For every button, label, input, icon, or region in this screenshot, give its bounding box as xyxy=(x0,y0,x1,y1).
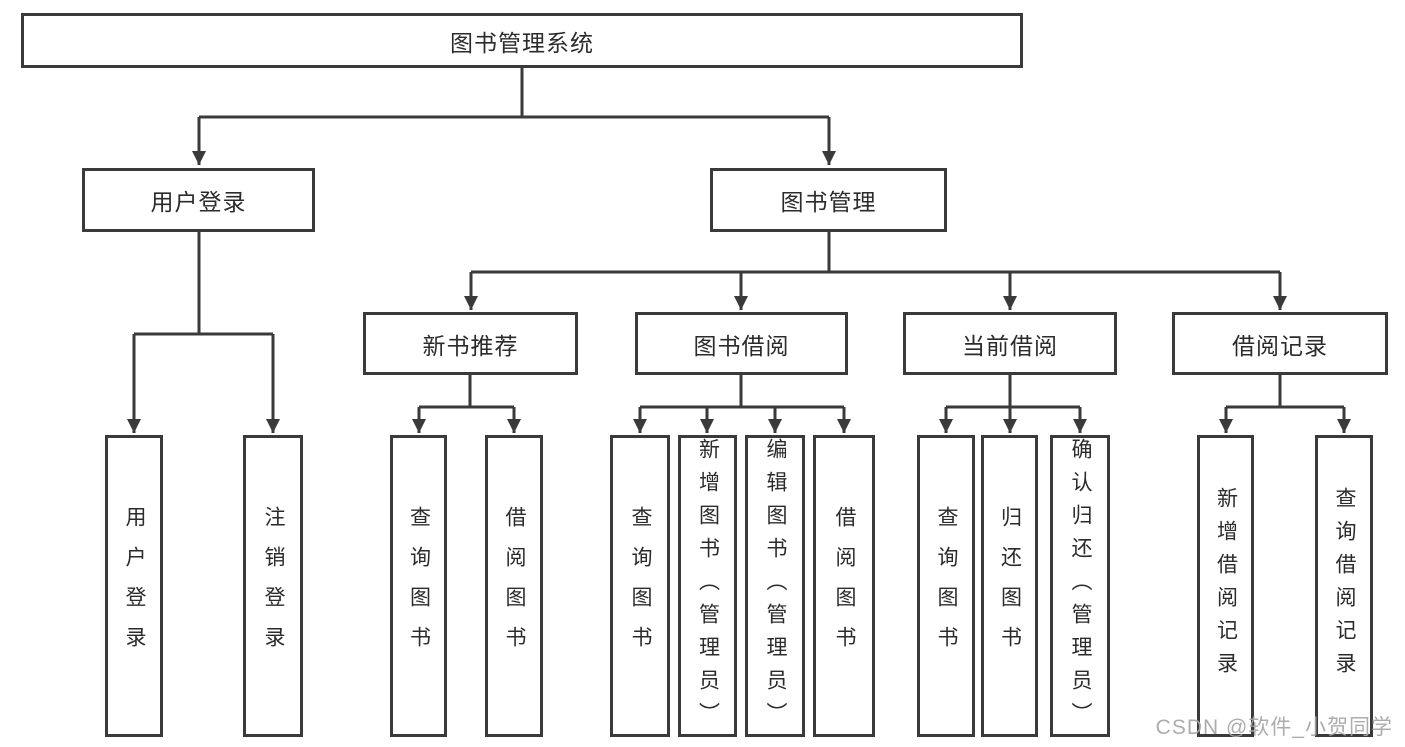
node-current-borrowing: 当前借阅 xyxy=(903,312,1117,375)
leaf-user-login: 用户登录 xyxy=(105,435,163,737)
node-book-management: 图书管理 xyxy=(710,168,947,232)
leaf-br-query-record: 查询借阅记录 xyxy=(1315,435,1373,737)
node-user-login: 用户登录 xyxy=(82,168,315,232)
leaf-logout: 注销登录 xyxy=(243,435,303,737)
edge-cb-stem xyxy=(946,375,1080,409)
leaf-cb-query-books: 查询图书 xyxy=(917,435,975,737)
edge-user-login-stem xyxy=(134,232,273,336)
node-library-management-system: 图书管理系统 xyxy=(21,13,1023,68)
edge-nbr-stem xyxy=(419,375,514,409)
leaf-bb-borrow-books: 借阅图书 xyxy=(813,435,875,737)
leaf-bb-query-books: 查询图书 xyxy=(610,435,670,737)
node-borrowing-records: 借阅记录 xyxy=(1172,312,1388,375)
leaf-cb-return-books: 归还图书 xyxy=(981,435,1038,737)
leaf-bb-edit-books-admin: 编辑图书（管理员） xyxy=(745,435,805,737)
leaf-br-add-record: 新增借阅记录 xyxy=(1197,435,1254,737)
edge-br-stem xyxy=(1226,375,1344,409)
edge-bb-stem xyxy=(640,375,844,409)
node-book-borrowing: 图书借阅 xyxy=(635,312,848,375)
leaf-nbr-borrow-books: 借阅图书 xyxy=(485,435,543,737)
leaf-nbr-query-books: 查询图书 xyxy=(390,435,447,737)
leaf-cb-confirm-return-admin: 确认归还（管理员） xyxy=(1050,435,1110,737)
edge-book-mgmt-stem xyxy=(471,232,1280,274)
leaf-bb-add-books-admin: 新增图书（管理员） xyxy=(678,435,737,737)
node-new-book-recommend: 新书推荐 xyxy=(363,312,578,375)
edge-root-stem xyxy=(199,68,829,119)
